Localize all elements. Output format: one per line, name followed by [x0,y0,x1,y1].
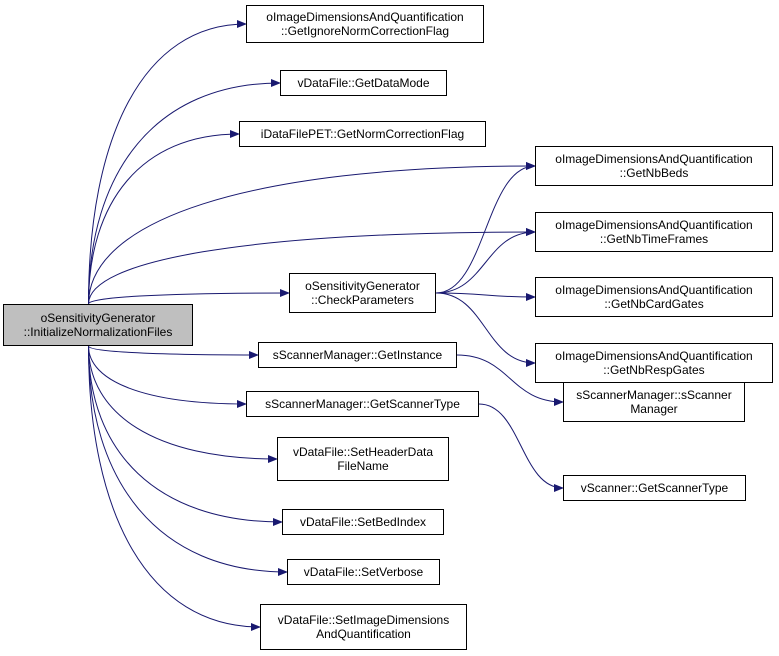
node-label-line: ::InitializeNormalizationFiles [23,325,173,339]
node-label-line: ::CheckParameters [311,293,414,307]
node-nb-card[interactable]: oImageDimensionsAndQuantification::GetNb… [535,277,773,317]
node-label-line: oImageDimensionsAndQuantification [555,152,753,166]
edge-root-to-check-params [88,289,290,305]
node-ignore-norm[interactable]: oImageDimensionsAndQuantification::GetIg… [246,5,484,43]
node-nb-time[interactable]: oImageDimensionsAndQuantification::GetNb… [535,212,773,252]
edge-root-to-get-instance [88,345,259,359]
node-set-bed[interactable]: vDataFile::SetBedIndex [282,509,444,535]
node-label-line: vDataFile::SetVerbose [303,565,424,579]
node-label-line: oImageDimensionsAndQuantification [266,10,464,24]
edge-check-params-to-nb-resp [435,292,536,367]
node-label-line: vDataFile::GetDataMode [297,76,430,90]
node-label-line: sScannerManager::GetScannerType [265,397,460,411]
edge-root-to-get-scanner-type [88,345,247,408]
node-label-line: sScannerManager::GetInstance [272,348,443,362]
node-root: oSensitivityGenerator::InitializeNormali… [3,304,193,346]
node-nb-beds[interactable]: oImageDimensionsAndQuantification::GetNb… [535,146,773,186]
edge-root-to-nb-beds [88,162,536,305]
edge-get-scanner-type-to-vscanner-type [478,403,564,492]
edge-root-to-data-mode [88,79,281,305]
node-label-line: sScannerManager::sScanner [576,388,732,402]
node-label-line: oSensitivityGenerator [40,311,156,325]
node-label-line: ::GetNbRespGates [603,363,705,377]
edge-root-to-nb-time [88,228,536,305]
node-label-line: oImageDimensionsAndQuantification [555,349,753,363]
node-get-scanner-type[interactable]: sScannerManager::GetScannerType [246,391,479,417]
edge-root-to-set-bed [88,345,283,526]
node-label-line: FileName [337,459,389,473]
edge-root-to-norm-flag [88,130,240,305]
node-label-line: ::GetNbBeds [619,166,689,180]
node-set-verbose[interactable]: vDataFile::SetVerbose [287,559,440,585]
node-check-params[interactable]: oSensitivityGenerator::CheckParameters [289,273,436,313]
node-label-line: vScanner::GetScannerType [580,481,729,495]
node-vscanner-type[interactable]: vScanner::GetScannerType [563,475,746,501]
edge-check-params-to-nb-card [435,292,536,301]
node-label-line: vDataFile::SetBedIndex [299,515,427,529]
node-label-line: Manager [630,402,678,416]
node-label-line: oSensitivityGenerator [305,279,420,293]
node-label-line: ::GetNbCardGates [604,297,704,311]
edge-root-to-set-verbose [88,345,288,576]
edge-root-to-set-header [88,345,278,463]
edge-root-to-ignore-norm [88,20,247,305]
edge-check-params-to-nb-beds [435,162,536,294]
node-norm-flag[interactable]: iDataFilePET::GetNormCorrectionFlag [239,121,486,147]
node-label-line: AndQuantification [316,627,411,641]
node-get-instance[interactable]: sScannerManager::GetInstance [258,342,457,368]
node-label-line: oImageDimensionsAndQuantification [555,283,753,297]
node-label-line: ::GetIgnoreNormCorrectionFlag [280,24,450,38]
node-label-line: iDataFilePET::GetNormCorrectionFlag [260,127,465,141]
edge-get-instance-to-scanner-manager-ctor [456,354,564,406]
node-label-line: oImageDimensionsAndQuantification [555,218,753,232]
edge-check-params-to-nb-time [435,228,536,294]
node-data-mode[interactable]: vDataFile::GetDataMode [280,70,447,96]
node-label-line: ::GetNbTimeFrames [599,232,709,246]
node-label-line: vDataFile::SetImageDimensions [277,613,450,627]
node-nb-resp[interactable]: oImageDimensionsAndQuantification::GetNb… [535,343,773,383]
edge-root-to-set-image-dims [88,345,261,631]
node-label-line: vDataFile::SetHeaderData [292,445,434,459]
